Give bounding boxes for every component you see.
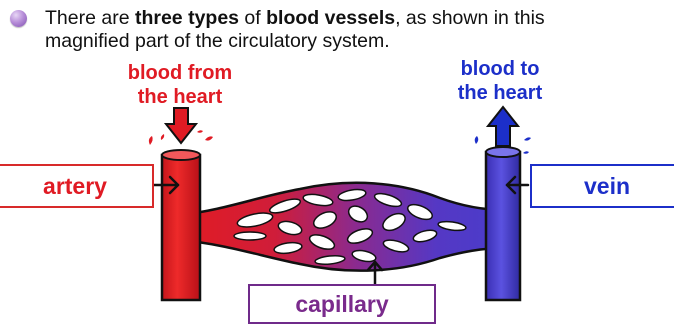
up-arrow-icon [488, 107, 518, 146]
blood-from-heart-line1: blood from [100, 61, 260, 85]
blood-from-heart-label: blood from the heart [100, 61, 260, 109]
artery-label: artery [43, 173, 107, 200]
down-arrow-icon [166, 108, 196, 143]
capillary-bed [180, 183, 505, 271]
vein-label: vein [584, 173, 630, 200]
blood-to-heart-label: blood to the heart [425, 57, 575, 105]
capillary-label: capillary [295, 291, 388, 318]
blood-to-heart-line2: the heart [425, 81, 575, 105]
blood-to-heart-line1: blood to [425, 57, 575, 81]
blood-from-heart-line2: the heart [100, 85, 260, 109]
vein-label-box: vein [530, 164, 674, 208]
capillary-label-box: capillary [248, 284, 436, 324]
artery-label-box: artery [0, 164, 154, 208]
